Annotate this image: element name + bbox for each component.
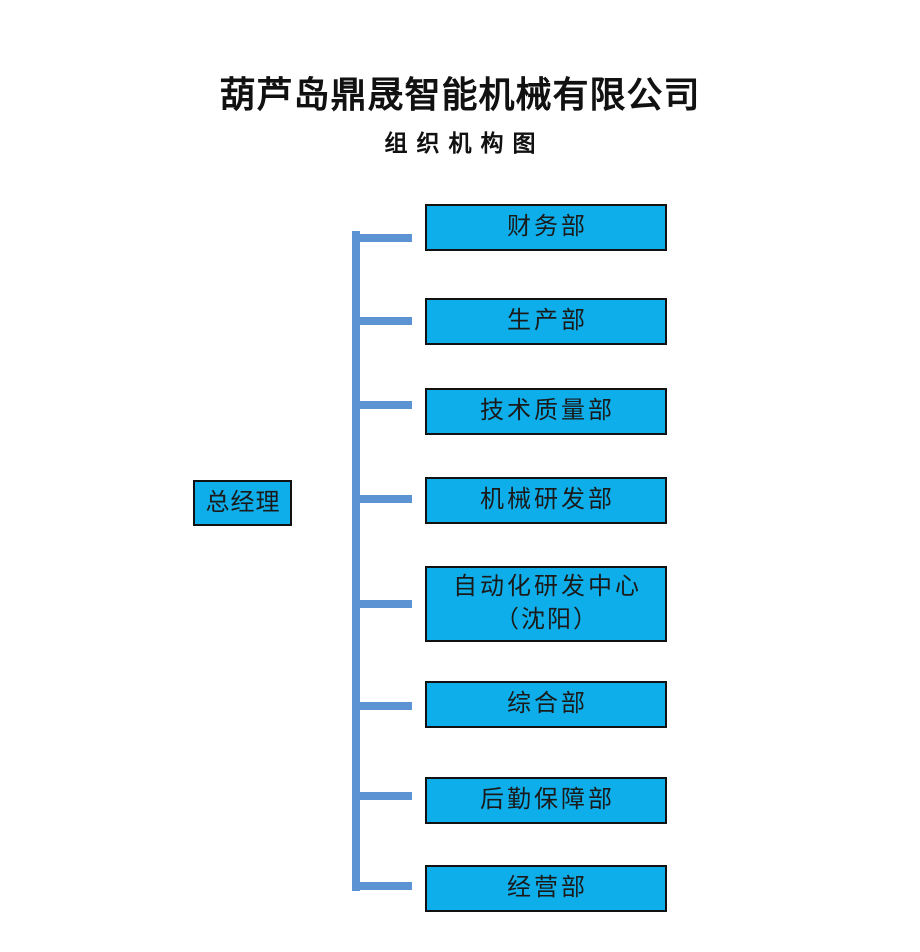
connector-branch-line — [352, 401, 412, 409]
company-title: 葫芦岛鼎晟智能机械有限公司 — [219, 75, 701, 115]
dept-box-label: 经营部 — [507, 875, 588, 901]
connector-branch-line — [352, 882, 412, 890]
dept-box: 综合部 — [425, 681, 667, 728]
dept-box: 生产部 — [425, 298, 667, 345]
dept-box-label: 生产部 — [507, 308, 588, 334]
dept-box: 自动化研发中心 （沈阳） — [425, 566, 667, 642]
root-box-general-manager: 总经理 — [193, 480, 292, 526]
connector-branch-line — [352, 702, 412, 710]
dept-box: 财务部 — [425, 204, 667, 251]
connector-branch-line — [352, 600, 412, 608]
dept-box-label: 机械研发部 — [480, 487, 615, 513]
connector-vertical-line — [352, 231, 360, 891]
connector-branch-line — [352, 234, 412, 242]
dept-box-label: 自动化研发中心 — [453, 574, 642, 600]
dept-box-label: 综合部 — [507, 691, 588, 717]
dept-box: 机械研发部 — [425, 477, 667, 524]
chart-subtitle: 组织机构图 — [384, 131, 545, 156]
dept-box-label-line2: （沈阳） — [495, 607, 599, 633]
connector-branch-line — [352, 317, 412, 325]
dept-box-label: 财务部 — [507, 214, 588, 240]
root-box-label: 总经理 — [205, 489, 281, 516]
dept-box: 技术质量部 — [425, 388, 667, 435]
connector-branch-line — [352, 495, 412, 503]
dept-box-label: 技术质量部 — [480, 398, 615, 424]
dept-box-label: 后勤保障部 — [480, 787, 615, 813]
dept-box: 后勤保障部 — [425, 777, 667, 824]
dept-box: 经营部 — [425, 865, 667, 912]
connector-branch-line — [352, 792, 412, 800]
